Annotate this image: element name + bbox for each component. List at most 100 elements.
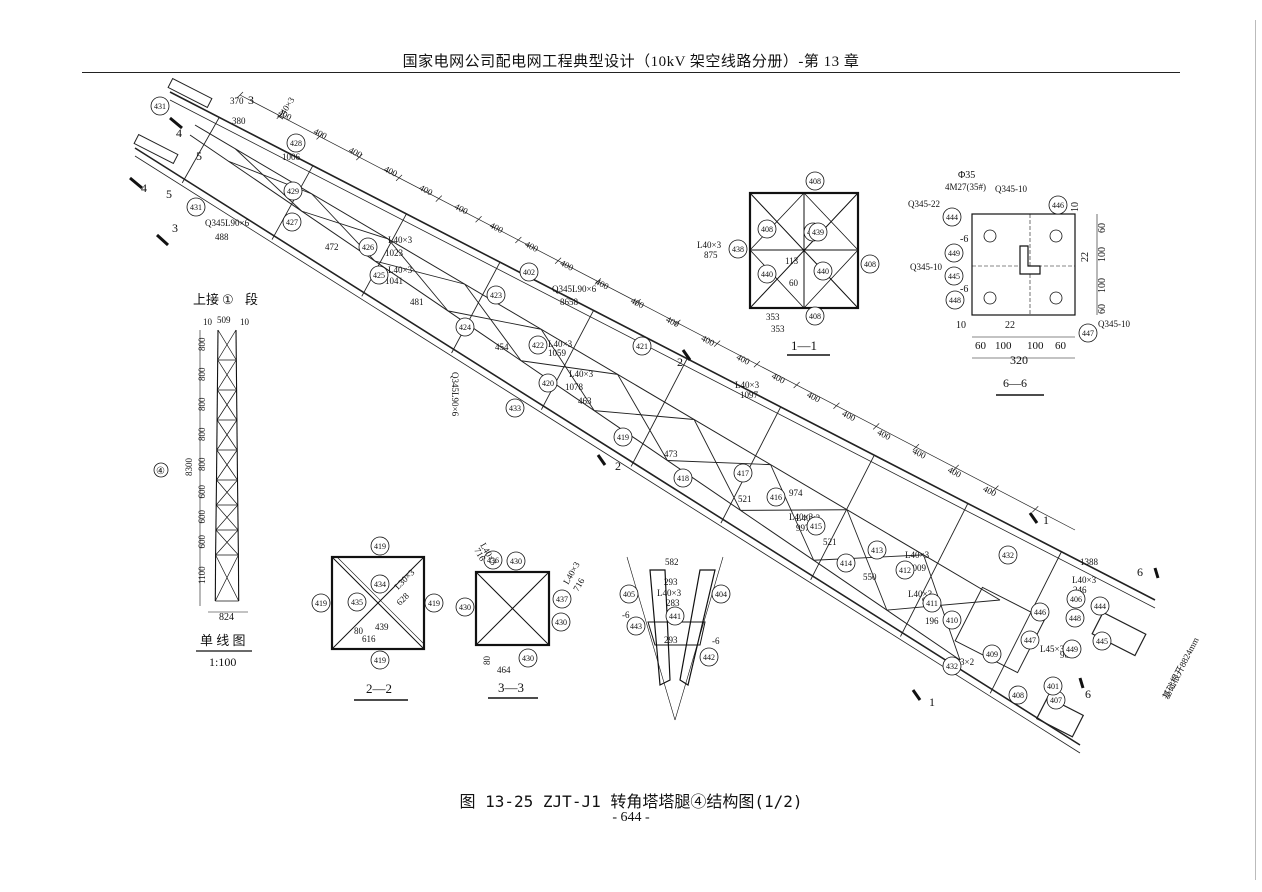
brace [234,148,302,212]
svg-text:440: 440 [761,270,773,279]
brace [617,374,668,461]
strut [720,406,782,524]
misc-454: 521 [738,494,752,504]
dim-400-label: 400 [700,333,717,348]
s66-misc-22: 22 [1005,320,1015,331]
brace [374,260,465,285]
section-2-2-part: 434 [370,574,390,594]
section-6-6-part: 444 [942,207,962,227]
section-6-6-plate-1: Q345-10 [995,184,1027,194]
brace [813,554,924,561]
member-len-12: 246 [1073,585,1087,595]
s66-misc-10: 10 [956,320,966,331]
section-6-6-bolt: Φ35 [958,170,975,181]
svg-text:432: 432 [946,662,958,671]
strut [810,455,875,581]
svg-text:411: 411 [926,599,938,608]
section-6-6-plate-4: Q345-10 [1098,319,1130,329]
single-line-seg-dim: 600 [197,510,207,524]
page-number: - 644 - [612,810,650,825]
tower-part-425: 425 [369,265,389,285]
mid-chord-a [194,124,1001,601]
svg-text:439: 439 [812,228,824,237]
page-header-title: 国家电网公司配电网工程典型设计（10kV 架空线路分册）-第 13 章 [402,54,860,70]
member-label-2: L40×3 [388,235,413,245]
v-detail-582: 582 [665,557,679,567]
misc-463: 521 [823,537,837,547]
section-1-1-part: 440 [813,261,833,281]
v-detail-293b: 293 [664,635,678,645]
dimension-line-400 [239,94,1076,531]
member-label-6: L40×3 [735,380,760,390]
v-detail-m6b: -6 [712,636,720,646]
tower-part-428: 428 [286,133,306,153]
misc-521: 3×2 [960,657,974,667]
tower-part-445: 445 [1092,631,1112,651]
section-2-2-part: 435 [347,592,367,612]
brace [923,554,961,661]
member-label-3: L40×3 [388,265,413,275]
cut-2-b: 2 [615,459,621,473]
tower-part-412: 412 [895,560,915,580]
section-1-1-part: 439 [808,222,828,242]
v-detail-part: 404 [711,584,731,604]
s66-right-dim-5: 60 [1097,304,1108,314]
base-note: 基础根开8824mm [1160,635,1201,701]
svg-text:449: 449 [1066,645,1078,654]
leg-no-circle [153,462,169,478]
strut [271,165,314,240]
cut-5-bot: 5 [166,187,172,201]
section-2-2-part: 419 [370,536,390,556]
brace [846,509,888,611]
svg-text:419: 419 [315,599,327,608]
brace [301,210,389,240]
tower-part-415: 415 [806,516,826,536]
svg-text:407: 407 [1050,696,1062,705]
single-line-title-top: 上接 [193,292,219,307]
main-angle-a-len: 8658 [560,297,579,307]
upper-main-chord [169,91,1156,601]
s66-right-dim-2: 100 [1097,247,1108,262]
s66-right-dim-4: 100 [1097,278,1108,293]
svg-text:431: 431 [190,203,202,212]
strut [361,213,407,297]
s66-total: 320 [1010,353,1028,367]
tower-part-410: 410 [942,610,962,630]
main-angle-a: Q345L90×6 [552,284,597,294]
member-len-5: 1078 [565,382,584,392]
single-line-top-dim-1: 10 [203,317,213,327]
tower-part-426: 426 [358,237,378,257]
svg-text:434: 434 [374,580,386,589]
cut-3-bot: 3 [172,221,178,235]
tower-leg-drawing [133,77,1156,754]
misc-481: 196 [925,616,939,626]
svg-text:408: 408 [864,260,876,269]
tower-part-447: 447 [1020,630,1040,650]
svg-text:421: 421 [636,342,648,351]
svg-text:402: 402 [523,268,535,277]
single-line-top-dim-2: 509 [217,315,231,325]
section-1-1-60: 60 [789,278,799,288]
dim-400-label: 400 [312,126,329,141]
cut-2-a: 2 [677,355,683,369]
member-len-4: 1059 [548,348,567,358]
svg-text:447: 447 [1024,636,1036,645]
single-line-seg-dim: 1100 [197,566,207,584]
section-1-1-part: 408 [805,171,825,191]
member-label-5: L40×3 [569,369,594,379]
base-plate-lower [1035,696,1085,738]
base-plate-upper [1091,611,1147,657]
dim-400-label: 400 [523,239,540,254]
tower-part-444: 444 [1090,596,1110,616]
cut-4-bot: 4 [141,181,147,195]
svg-text:433: 433 [509,404,521,413]
section-1-1-member: L40×3 [697,240,722,250]
dim-400-label: 400 [347,145,364,160]
v-detail-part: 405 [619,584,639,604]
single-line-seg-dim: 800 [197,457,207,471]
tower-part-420: 420 [538,373,558,393]
